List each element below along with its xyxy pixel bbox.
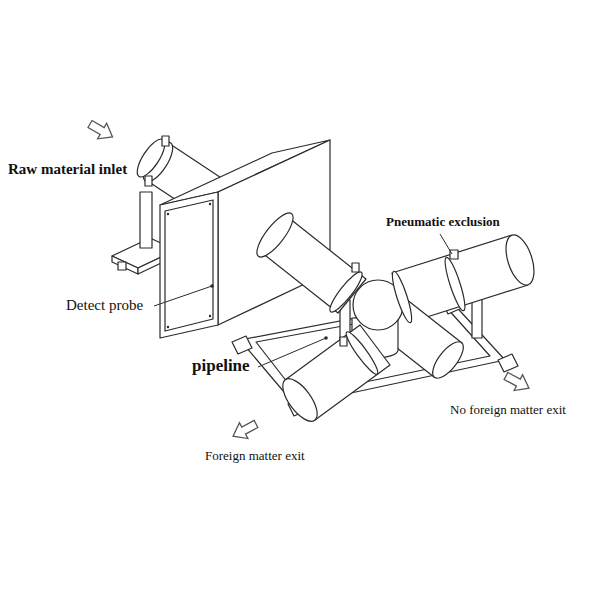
pipe-opening: [276, 373, 323, 426]
leader-line: [258, 338, 326, 367]
clamp-bolt: [450, 250, 458, 259]
inlet-opening: [132, 135, 169, 181]
tee-clamp: [389, 270, 415, 324]
part-label: Raw material inlet: [8, 160, 127, 178]
probe-panel: [165, 200, 213, 331]
panel-screw: [209, 203, 211, 205]
flow-arrow: [229, 416, 260, 444]
pipeline-section: [251, 208, 366, 315]
leader-lines: [154, 234, 452, 367]
part-label: Detect probe: [66, 296, 143, 314]
cylinder-clamp: [442, 256, 469, 312]
housing-side: [218, 140, 330, 325]
part-label: pipeline: [192, 356, 250, 376]
stand-post: [140, 192, 152, 248]
cylinder-end: [501, 232, 540, 289]
leader-dot: [210, 284, 214, 288]
pipe-opening: [427, 337, 468, 383]
clamp-bolt: [145, 176, 152, 186]
panel-screw: [209, 315, 211, 317]
flow-arrows: [86, 116, 534, 444]
frame-foot: [498, 354, 518, 372]
panel-screw: [167, 213, 169, 215]
leader-line: [154, 286, 212, 306]
clamp-bolt: [162, 136, 169, 146]
part-label: No foreign matter exit: [450, 402, 566, 418]
pipe-clamp: [343, 329, 382, 377]
panel-screw: [167, 326, 169, 328]
flow-arrow: [502, 368, 533, 396]
pipe-flange: [251, 208, 298, 262]
clamp-bolt: [352, 263, 359, 272]
clamp-bolt: [340, 337, 347, 346]
stand-tab: [118, 262, 126, 270]
reject-outlet: [276, 325, 390, 427]
leader-line: [440, 234, 452, 254]
flow-arrow: [86, 116, 118, 145]
part-label: Pneumatic exclusion: [386, 214, 500, 230]
housing-front: [160, 192, 218, 338]
frame-foot: [232, 336, 252, 354]
leader-dot: [324, 336, 328, 340]
stand-base-edge: [112, 256, 138, 274]
part-label: Foreign matter exit: [205, 448, 305, 464]
